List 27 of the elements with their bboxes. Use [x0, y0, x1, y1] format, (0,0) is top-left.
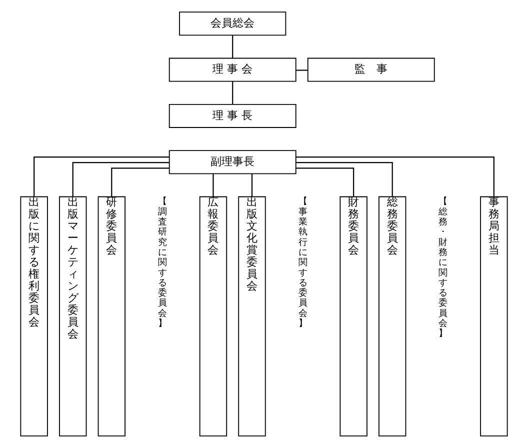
connector [296, 162, 393, 197]
node-box: 会員総会 [179, 12, 286, 36]
node-box: 出版マーケティング委員会 [59, 196, 87, 436]
connector [72, 162, 170, 197]
connector [212, 174, 214, 197]
connector [296, 156, 494, 196]
connector [232, 81, 234, 104]
node-box: 理 事 会 [168, 58, 296, 82]
connector [296, 168, 354, 197]
node-box: 理 事 長 [168, 104, 296, 128]
label: 【事業執行に関する委員会】 [298, 196, 308, 330]
node-box: 出版に関する権利委員会 [20, 196, 48, 436]
node-box: 財務委員会 [340, 196, 368, 436]
node-box: 副理事長 [168, 150, 296, 174]
connector [111, 168, 170, 197]
node-box: 事務局担当 [480, 196, 508, 436]
connector [296, 70, 308, 71]
node-box: 総務委員会 [378, 196, 406, 436]
connector [34, 156, 170, 196]
node-box: 研修委員会 [98, 196, 126, 436]
label: 【総務・財務に関する委員会】 [438, 196, 448, 340]
connector [232, 35, 234, 58]
label: 【調査研究に関する委員会】 [158, 196, 167, 330]
connector [251, 174, 253, 197]
node-box: 監 事 [307, 58, 435, 82]
node-box: 出版文化賞委員会 [238, 196, 266, 436]
node-box: 広報委員会 [199, 196, 228, 436]
